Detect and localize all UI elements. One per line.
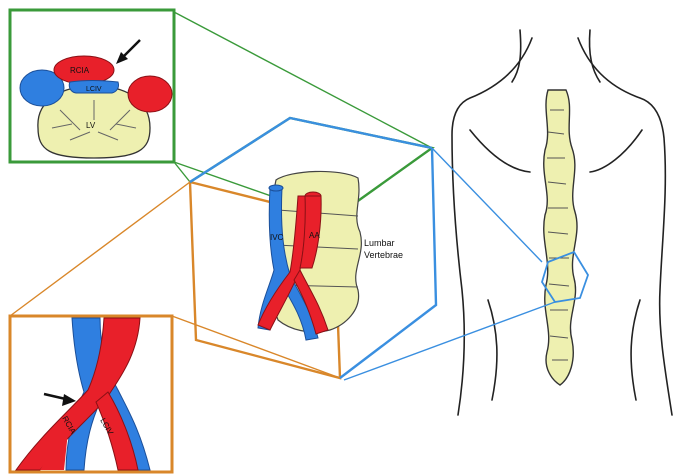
label-top-rcia: RCIA (70, 66, 90, 75)
right-scapula (590, 130, 642, 172)
axial-right-artery (128, 76, 172, 112)
label-vertebrae: Vertebrae (364, 250, 403, 260)
left-scapula (470, 130, 530, 172)
label-top-lv: LV (86, 121, 96, 130)
right-waist (631, 300, 640, 400)
inset-bifurcation (10, 316, 172, 472)
right-shoulder-line (578, 38, 672, 415)
label-lumbar: Lumbar (364, 238, 395, 248)
left-waist (488, 300, 497, 400)
spine (544, 90, 577, 385)
spine-column (544, 90, 577, 385)
left-neck (512, 30, 521, 82)
label-top-lciv: LCIV (86, 86, 102, 93)
left-shoulder-line (452, 38, 532, 415)
label-aa: AA (309, 231, 320, 240)
right-neck (589, 30, 600, 82)
label-ivc: IVC (270, 233, 284, 242)
